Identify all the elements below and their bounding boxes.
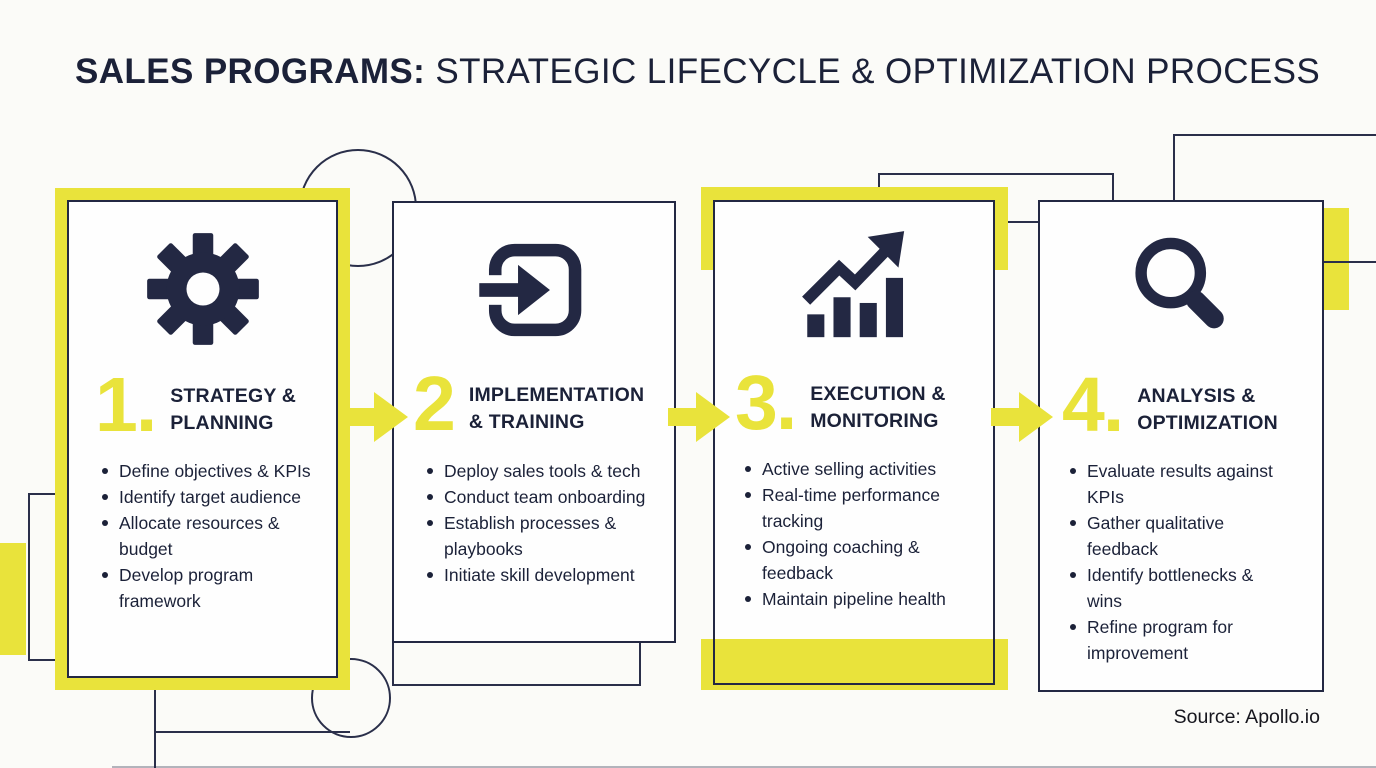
bullet-dot	[427, 494, 433, 500]
bullet-text: Real-time performance tracking	[762, 485, 940, 531]
bullet-dot	[745, 544, 751, 550]
bullet-dot	[745, 492, 751, 498]
bullet-dot	[102, 572, 108, 578]
bullet-text: Identify target audience	[119, 487, 301, 507]
bullet-text: Ongoing coaching & feedback	[762, 537, 920, 583]
decor-card3-yellow-bottom	[701, 639, 1008, 690]
gear-icon	[69, 232, 336, 346]
list-item: Real-time performance tracking	[743, 482, 961, 534]
bullet-text: Develop program framework	[119, 565, 254, 611]
flow-arrow-icon-2	[668, 392, 730, 442]
step-card-3-border	[713, 200, 995, 685]
bullet-text: Gather qualitative feedback	[1087, 513, 1225, 559]
step-1-heading: 1. STRATEGY & PLANNING	[95, 362, 296, 448]
bullet-text: Active selling activities	[762, 459, 937, 479]
step-number: 4.	[1062, 362, 1124, 448]
step-title-line2: PLANNING	[170, 412, 274, 434]
list-item: Establish processes & playbooks	[425, 510, 653, 562]
list-item: Maintain pipeline health	[743, 586, 961, 612]
step-title-line1: EXECUTION &	[810, 383, 946, 405]
page-title-rest: STRATEGIC LIFECYCLE & OPTIMIZATION PROCE…	[425, 52, 1321, 91]
step-3-bullet-list: Active selling activities Real-time perf…	[743, 456, 961, 612]
bullet-dot	[102, 468, 108, 474]
step-card-1: 1. STRATEGY & PLANNING Define objectives…	[55, 188, 350, 690]
step-title-line2: MONITORING	[810, 410, 939, 432]
list-item: Define objectives & KPIs	[100, 458, 318, 484]
list-item: Initiate skill development	[425, 562, 653, 588]
step-4-heading: 4. ANALYSIS & OPTIMIZATION	[1062, 362, 1278, 448]
step-title-line1: ANALYSIS &	[1137, 385, 1256, 407]
step-title-line1: STRATEGY &	[170, 385, 297, 407]
decor-line-vertical	[154, 690, 156, 768]
list-item: Ongoing coaching & feedback	[743, 534, 961, 586]
decor-yellow-block-right	[1321, 208, 1349, 310]
bullet-text: Initiate skill development	[444, 565, 635, 585]
step-number: 3.	[735, 360, 797, 446]
page-title: SALES PROGRAMS: STRATEGIC LIFECYCLE & OP…	[75, 52, 1320, 92]
bullet-dot	[427, 572, 433, 578]
decor-card3-yellow-top	[701, 187, 1008, 202]
bullet-text: Maintain pipeline health	[762, 589, 946, 609]
step-title-line2: & TRAINING	[468, 411, 585, 433]
step-2-heading: 2 IMPLEMENTATION & TRAINING	[413, 361, 644, 447]
step-1-bullet-list: Define objectives & KPIs Identify target…	[100, 458, 318, 614]
growth-chart-icon	[713, 230, 995, 344]
bullet-text: Conduct team onboarding	[444, 487, 646, 507]
bullet-text: Evaluate results against KPIs	[1087, 461, 1273, 507]
step-title: IMPLEMENTATION & TRAINING	[469, 373, 644, 436]
decor-line-horizontal	[154, 731, 350, 733]
bullet-dot	[1070, 520, 1076, 526]
page-title-bold: SALES PROGRAMS:	[75, 52, 426, 91]
step-card-1-body: 1. STRATEGY & PLANNING Define objectives…	[67, 200, 338, 678]
flow-arrow-icon-3	[991, 392, 1053, 442]
list-item: Refine program for improvement	[1068, 614, 1280, 666]
step-card-3-content: 3. EXECUTION & MONITORING Active selling…	[713, 200, 995, 685]
step-title: EXECUTION & MONITORING	[810, 372, 945, 435]
list-item: Gather qualitative feedback	[1068, 510, 1280, 562]
list-item: Evaluate results against KPIs	[1068, 458, 1280, 510]
bullet-dot	[745, 596, 751, 602]
step-title-line1: IMPLEMENTATION	[468, 384, 645, 406]
magnifying-glass-icon	[1040, 232, 1322, 346]
bullet-text: Identify bottlenecks & wins	[1087, 565, 1254, 611]
decor-yellow-block-left	[0, 543, 26, 655]
bullet-dot	[1070, 468, 1076, 474]
list-item: Identify target audience	[100, 484, 318, 510]
flow-arrow-icon-1	[346, 392, 408, 442]
list-item: Active selling activities	[743, 456, 961, 482]
decor-card3-yellow-right	[994, 187, 1008, 270]
step-number: 1.	[95, 362, 157, 448]
source-attribution: Source: Apollo.io	[1173, 706, 1320, 728]
list-item: Develop program framework	[100, 562, 318, 614]
decor-card3-yellow-left	[701, 187, 715, 270]
step-3-heading: 3. EXECUTION & MONITORING	[735, 360, 946, 446]
step-card-2: 2 IMPLEMENTATION & TRAINING Deploy sales…	[392, 201, 676, 643]
step-title: STRATEGY & PLANNING	[170, 374, 296, 437]
step-4-bullet-list: Evaluate results against KPIs Gather qua…	[1068, 458, 1280, 666]
list-item: Deploy sales tools & tech	[425, 458, 653, 484]
arrow-into-box-icon	[394, 233, 674, 347]
list-item: Identify bottlenecks & wins	[1068, 562, 1280, 614]
decor-baseline	[112, 766, 1376, 768]
bullet-text: Refine program for improvement	[1087, 617, 1233, 663]
bullet-text: Allocate resources & budget	[119, 513, 280, 559]
step-title-line2: OPTIMIZATION	[1137, 412, 1278, 434]
bullet-text: Establish processes & playbooks	[444, 513, 617, 559]
bullet-dot	[427, 520, 433, 526]
bullet-dot	[102, 494, 108, 500]
list-item: Allocate resources & budget	[100, 510, 318, 562]
decor-circle-bottom	[311, 658, 391, 738]
step-title: ANALYSIS & OPTIMIZATION	[1137, 374, 1278, 437]
bullet-dot	[427, 468, 433, 474]
bullet-dot	[1070, 572, 1076, 578]
list-item: Conduct team onboarding	[425, 484, 653, 510]
bullet-text: Define objectives & KPIs	[119, 461, 311, 481]
step-2-bullet-list: Deploy sales tools & tech Conduct team o…	[425, 458, 653, 588]
bullet-dot	[1070, 624, 1076, 630]
bullet-text: Deploy sales tools & tech	[444, 461, 641, 481]
bullet-dot	[102, 520, 108, 526]
bullet-dot	[745, 466, 751, 472]
step-card-4: 4. ANALYSIS & OPTIMIZATION Evaluate resu…	[1038, 200, 1324, 692]
step-number: 2	[413, 361, 456, 447]
